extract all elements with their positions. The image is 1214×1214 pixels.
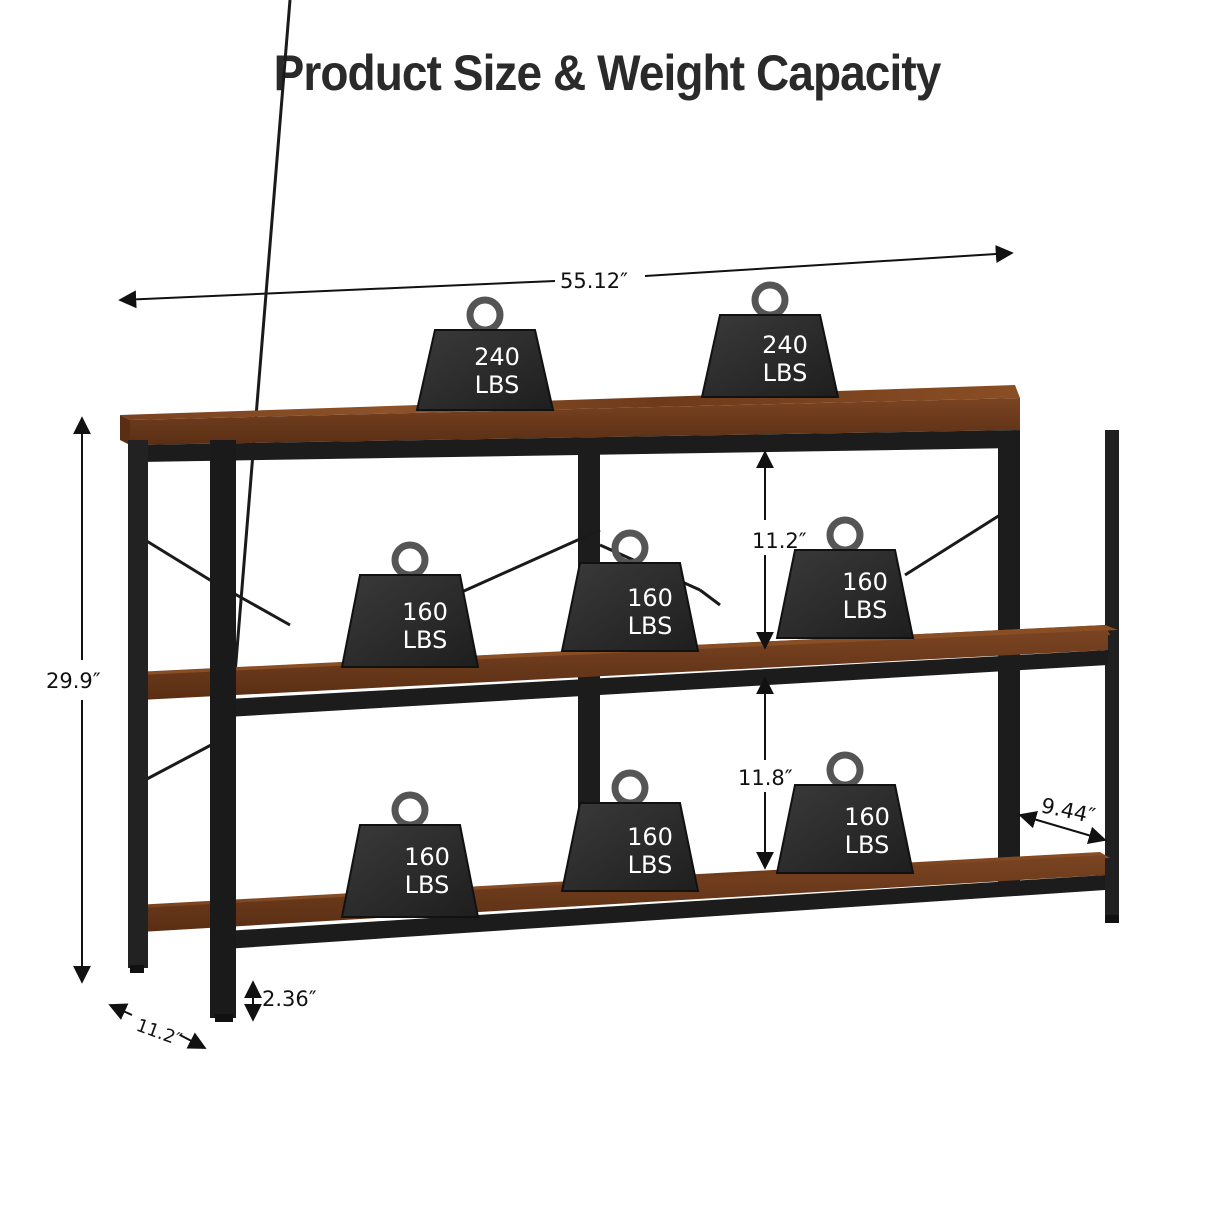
clearance-label: 2.36″: [262, 987, 317, 1011]
clearance-dimension: 2.36″: [244, 980, 317, 1022]
weight-unit: LBS: [628, 851, 673, 879]
weight-value: 240: [474, 343, 520, 371]
weight-bottom-3: 160 LBS: [775, 751, 915, 874]
width-dimension: 55.12″: [118, 245, 1014, 309]
weight-value: 240: [762, 331, 808, 359]
weight-middle-1: 160 LBS: [340, 541, 480, 668]
weight-value: 160: [627, 823, 673, 851]
weight-value: 160: [627, 584, 673, 612]
weight-unit: LBS: [843, 596, 888, 624]
weight-bottom-1: 160 LBS: [340, 791, 480, 918]
weight-unit: LBS: [763, 359, 808, 387]
weight-unit: LBS: [475, 371, 520, 399]
weight-unit: LBS: [403, 626, 448, 654]
height-label: 29.9″: [46, 669, 101, 693]
weight-value: 160: [844, 803, 890, 831]
weight-middle-2: 160 LBS: [560, 529, 700, 652]
page-title: Product Size & Weight Capacity: [273, 45, 942, 101]
shelf-depth-dimension: 9.44″: [1018, 793, 1107, 845]
weight-top-2: 240 LBS: [700, 281, 840, 398]
weight-bottom-2: 160 LBS: [560, 769, 700, 892]
top-shelf: [120, 385, 1020, 462]
bottom-gap-label: 11.8″: [738, 766, 793, 790]
front-frame: [128, 440, 1119, 1022]
height-dimension: 29.9″: [46, 416, 101, 984]
weight-middle-3: 160 LBS: [775, 516, 915, 639]
depth-dimension: 11.2″: [108, 1003, 207, 1051]
weight-unit: LBS: [845, 831, 890, 859]
weight-value: 160: [404, 843, 450, 871]
weight-value: 160: [402, 598, 448, 626]
weight-top-1: 240 LBS: [415, 296, 555, 411]
shelf-gap-dimensions: 11.2″ 11.8″: [738, 450, 807, 870]
weight-unit: LBS: [628, 612, 673, 640]
depth-label: 11.2″: [133, 1015, 184, 1051]
width-label: 55.12″: [560, 269, 628, 293]
weight-value: 160: [842, 568, 888, 596]
weight-unit: LBS: [405, 871, 450, 899]
